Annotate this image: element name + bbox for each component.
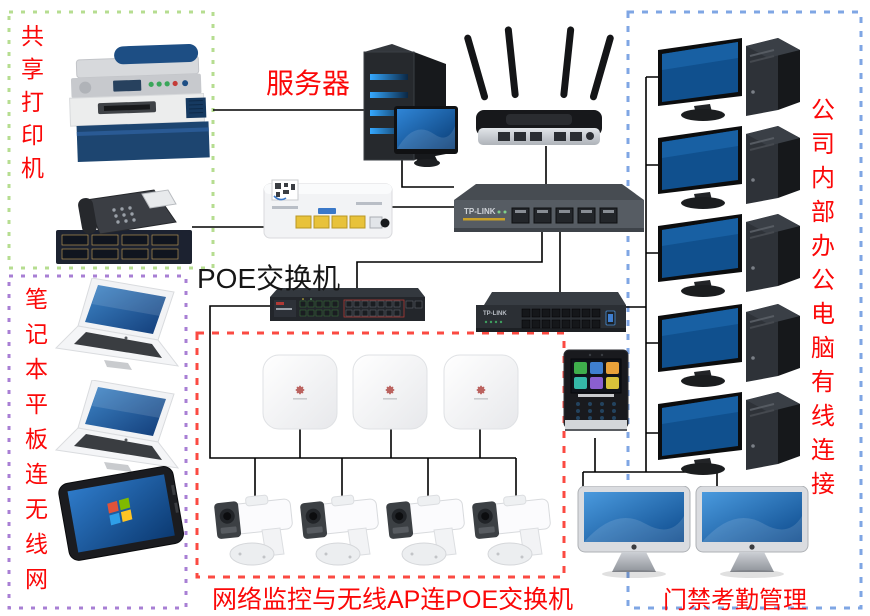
multifunction-printer-image — [69, 44, 210, 162]
shared-printer-label: 共享打印机 — [21, 23, 44, 181]
server-tower-image — [363, 44, 458, 167]
desktop-pc-image — [657, 303, 801, 388]
ip-camera-image — [385, 492, 466, 566]
router5-brand-text: TP-LINK — [464, 207, 496, 216]
laptop-image — [55, 278, 179, 371]
desktop-pc-image — [657, 213, 801, 298]
fiber-modem-image — [263, 179, 393, 239]
office-pcs-box — [626, 10, 863, 610]
desktop-pc-image — [657, 37, 801, 122]
wireless-ap-image — [262, 354, 338, 430]
ip-camera-image — [213, 492, 294, 566]
phone-pbx-image — [56, 189, 192, 264]
5port-router-image: TP-LINK — [454, 184, 644, 232]
ip-camera-image — [299, 492, 380, 566]
office-pcs-label: 公司内部办公电脑有线连接 — [811, 97, 835, 498]
ip-camera-image — [471, 492, 552, 566]
imac-image — [695, 486, 809, 579]
shared-printer-box — [7, 10, 215, 270]
monitoring-label: 网络监控与无线AP连POE交换机 — [212, 586, 574, 614]
wireless-ap-image — [352, 354, 428, 430]
laptop-image — [55, 380, 179, 473]
wireless-ap-image — [443, 354, 519, 430]
switch16-brand-text: TP-LINK — [483, 311, 507, 317]
access-control-terminal-image — [563, 349, 629, 431]
poe-switch-image — [270, 288, 425, 321]
imac-image — [577, 486, 691, 579]
attendance-label: 门禁考勤管理 — [663, 587, 807, 614]
poe-switch-label: POE交换机 — [197, 263, 341, 294]
wireless-router-image — [464, 26, 614, 145]
laptop-tablet-box — [7, 274, 188, 610]
monitoring-box — [195, 331, 566, 579]
16port-switch-image: TP-LINK — [476, 292, 626, 332]
tablet-image — [58, 466, 184, 561]
laptop-tablet-label: 笔记本平板连无线网 — [25, 286, 48, 592]
desktop-pc-image — [657, 125, 801, 210]
desktop-pc-image — [657, 391, 801, 476]
server-label: 服务器 — [266, 68, 351, 99]
